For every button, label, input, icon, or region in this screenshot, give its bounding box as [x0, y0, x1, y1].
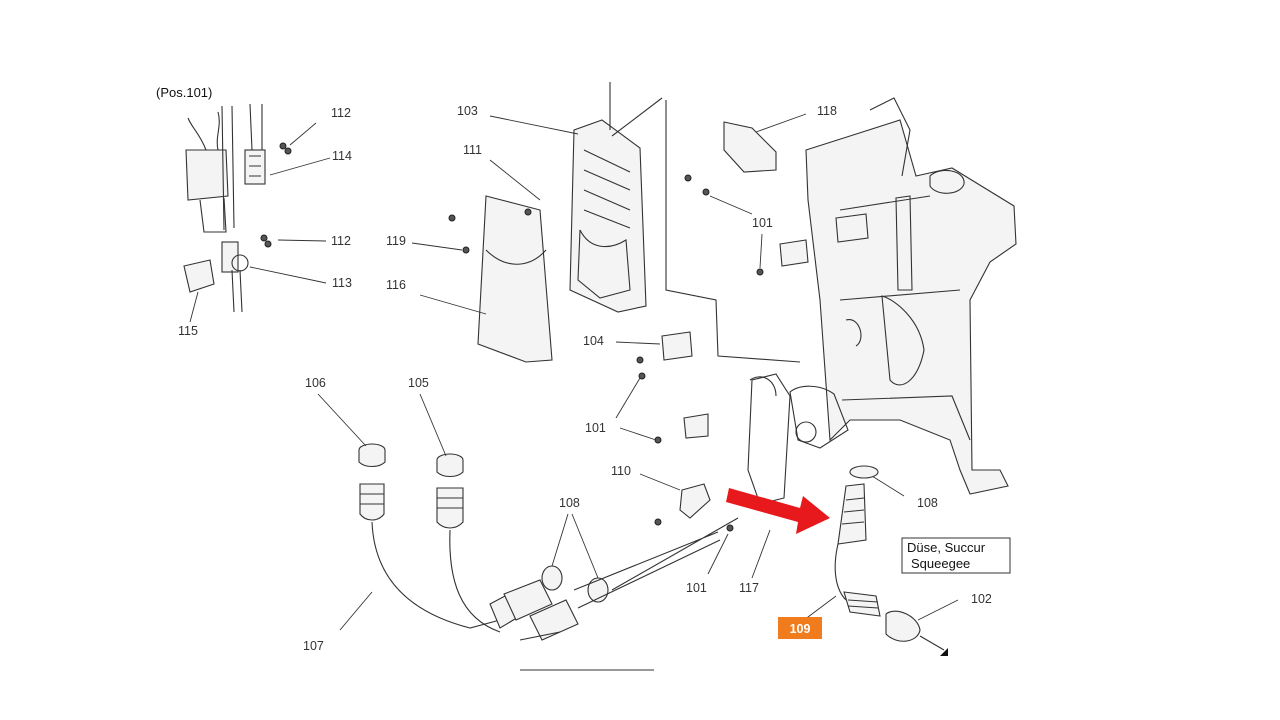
callout-101: 101: [752, 216, 773, 230]
info-box: Düse, Succur Squeegee: [901, 537, 1011, 574]
squeegee-hose: [803, 465, 959, 656]
callout-116: 116: [386, 278, 406, 292]
callout-107: 107: [303, 639, 324, 653]
callout-103: 103: [457, 104, 478, 118]
callout-105: 105: [408, 376, 429, 390]
callout-101: 101: [585, 421, 606, 435]
machine-frame: [747, 97, 1017, 505]
small-clips: [615, 331, 771, 579]
callout-106: 106: [305, 376, 326, 390]
callout-111: 111: [463, 143, 482, 157]
callout-102: 102: [971, 592, 992, 606]
callout-110: 110: [611, 464, 631, 478]
hose-assembly: [339, 475, 905, 641]
callout-108: 108: [917, 496, 938, 510]
info-box-line2: Squeegee: [911, 556, 970, 571]
callout-117: 117: [739, 581, 759, 595]
callout-104: 104: [583, 334, 604, 348]
callout-112: 112: [331, 234, 351, 248]
badge-label: 109: [790, 622, 811, 636]
bracket-assembly-pos101: [183, 103, 331, 323]
part-109-badge: 109: [778, 617, 822, 639]
info-box-line1: Düse, Succur: [907, 540, 986, 555]
callout-118: 118: [817, 104, 837, 118]
callout-114: 114: [332, 149, 352, 163]
highlight-arrow: [726, 488, 830, 534]
hose-fittings: [317, 393, 464, 529]
callout-113: 113: [332, 276, 352, 290]
clip-assembly: [684, 113, 809, 276]
callout-112: 112: [331, 106, 351, 120]
callout-108: 108: [559, 496, 580, 510]
callout-115: 115: [178, 324, 198, 338]
handle-cover-assembly: [411, 82, 801, 363]
callout-101: 101: [686, 581, 707, 595]
callout-119: 119: [386, 234, 406, 248]
position-reference: (Pos.101): [156, 85, 212, 100]
